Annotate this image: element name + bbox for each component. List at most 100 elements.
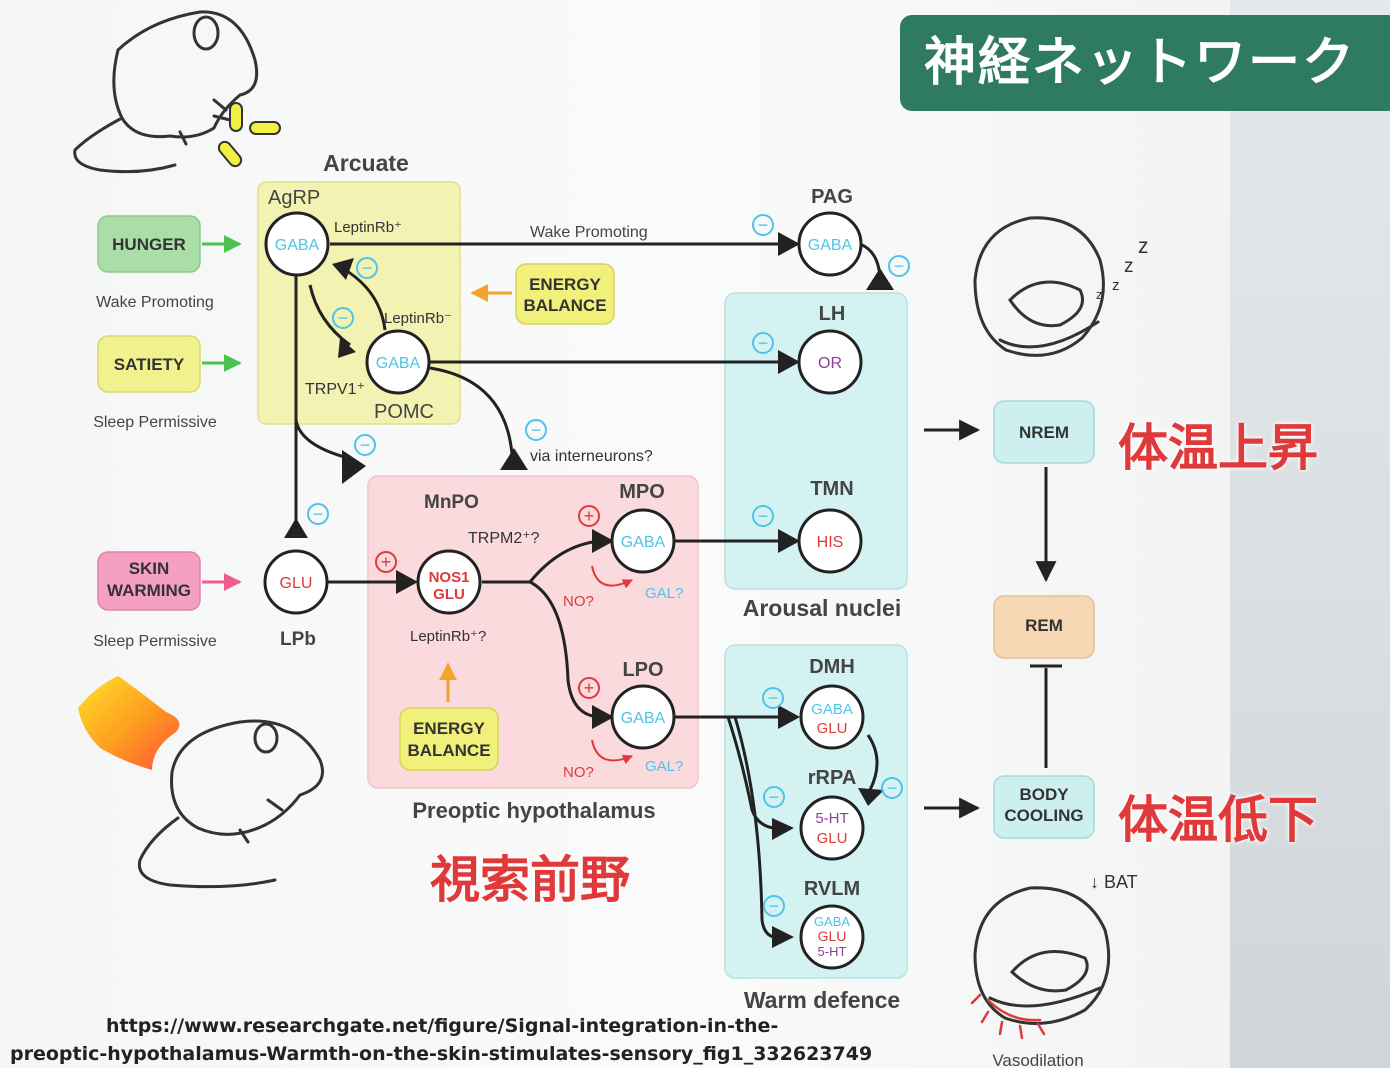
mnpo-node: [416, 549, 482, 615]
terminal-mnpo: [396, 570, 418, 594]
body-temp-rise-label: 体温上昇: [1118, 419, 1318, 477]
z-small-2: z: [1112, 277, 1120, 294]
preoptic-title: Preoptic hypothalamus: [412, 798, 655, 823]
awake-mouse-illustration: [73, 10, 259, 174]
arrow-no-gal-lpo: [591, 739, 633, 765]
nrem-label: NREM: [1019, 423, 1069, 442]
mnpo-glu: GLU: [433, 586, 465, 603]
tmn-his: HIS: [817, 534, 844, 551]
minus-sign: −: [758, 506, 769, 526]
minus-sign: −: [894, 256, 905, 276]
arrow-no-gal-mpo: [591, 565, 633, 589]
edge-mnpo-branch-up: [482, 539, 601, 584]
mpo-label: MPO: [619, 481, 665, 503]
terminal-via-interneurons: [500, 448, 528, 470]
energy-line2: BALANCE: [523, 296, 606, 315]
minus-sign: −: [768, 688, 779, 708]
satiety-box: SATIETY: [97, 335, 201, 393]
pomc-label: POMC: [374, 401, 434, 423]
satiety-caption: Sleep Permissive: [93, 414, 217, 431]
edge-dmh-rrpa: [866, 734, 879, 791]
edge-lpo-rvlm: [733, 716, 775, 939]
minus-sign: −: [313, 504, 324, 524]
edge-pomc-preoptic: [429, 366, 514, 455]
satiety-label: SATIETY: [114, 355, 185, 374]
agrp-node: [264, 211, 330, 277]
lpo-gaba: GABA: [621, 710, 666, 727]
edge-agrp-preoptic: [294, 419, 349, 460]
edge-pomc-agrp: [341, 266, 387, 331]
z-medium: z: [1124, 256, 1134, 277]
terminal-pag-loop: [866, 268, 894, 290]
citation-line-1: https://www.researchgate.net/figure/Sign…: [106, 1015, 779, 1037]
source-citation: https://www.researchgate.net/figure/Sign…: [10, 1012, 970, 1068]
citation-line-2: preoptic-hypothalamus-Warmth-on-the-skin…: [10, 1043, 873, 1065]
pomc-gaba: GABA: [376, 355, 421, 372]
arcuate-title: Arcuate: [323, 150, 409, 176]
side-panel: [1230, 0, 1390, 1068]
minus-sign: −: [758, 215, 769, 235]
plus-sign: +: [381, 552, 392, 572]
terminal-dmh: [778, 705, 800, 729]
plus-sign: +: [584, 506, 595, 526]
terminal-pomc-agrp: [332, 258, 354, 280]
minus-sign: −: [362, 258, 373, 278]
energy-line2-b: BALANCE: [407, 741, 490, 760]
pag-label: PAG: [811, 186, 853, 208]
rrpa-label: rRPA: [808, 767, 857, 789]
lpo-gal-label: GAL?: [645, 758, 683, 775]
wake-promoting-edge-label: Wake Promoting: [530, 224, 648, 241]
dmh-label: DMH: [809, 656, 855, 678]
dmh-gaba: GABA: [811, 701, 853, 718]
pills-icon: [217, 102, 281, 168]
plus-sign: +: [584, 678, 595, 698]
body-label: BODY: [1019, 785, 1069, 804]
lpb-node: [263, 549, 329, 615]
terminal-lpo: [592, 705, 614, 729]
mnpo-nos1: NOS1: [429, 569, 470, 586]
arousal-title: Arousal nuclei: [743, 595, 901, 621]
rrpa-node: [799, 795, 865, 861]
terminal-pag: [778, 232, 800, 256]
minus-sign: −: [758, 333, 769, 353]
minus-sign: −: [531, 420, 542, 440]
z-large: z: [1138, 235, 1149, 258]
lh-or: OR: [818, 355, 842, 372]
mpo-no-label: NO?: [563, 593, 594, 610]
mnpo-label: MnPO: [424, 492, 479, 513]
warming-label: WARMING: [107, 581, 191, 600]
rvlm-label: RVLM: [804, 878, 860, 900]
skin-caption: Sleep Permissive: [93, 633, 217, 650]
tmn-label: TMN: [810, 478, 853, 500]
minus-sign: −: [338, 308, 349, 328]
rvlm-node: [799, 904, 865, 970]
lpo-label: LPO: [622, 659, 663, 681]
section-title-banner: 神経ネットワーク: [900, 15, 1390, 111]
sleep-z-icons: z z z z: [1096, 235, 1149, 302]
pomc-node: [365, 329, 431, 395]
tmn-node: [797, 508, 863, 574]
skin-label: SKIN: [129, 559, 170, 578]
terminal-mpo: [592, 529, 614, 553]
heat-flame-icon: [78, 676, 180, 770]
rrpa-5ht: 5-HT: [815, 810, 848, 827]
z-small: z: [1096, 287, 1103, 302]
excitation-sign-glyphs: + + +: [381, 506, 595, 698]
lpb-glu: GLU: [280, 575, 313, 592]
energy-balance-box-bottom: ENERGY BALANCE: [399, 707, 499, 771]
edge-lpo-rrpa: [726, 716, 775, 830]
resting-mouse-illustration: [137, 719, 324, 889]
excitation-signs: [375, 505, 600, 699]
dmh-node: [799, 684, 865, 750]
minus-sign: −: [769, 896, 780, 916]
rrpa-glu: GLU: [817, 830, 848, 847]
preoptic-area-jp-label: 視索前野: [430, 851, 630, 909]
skin-warming-box: SKIN WARMING: [97, 551, 201, 611]
terminal-rrpa-from-lpo: [772, 818, 794, 840]
sleeping-mouse-illustration: [973, 216, 1105, 357]
pag-node: [797, 211, 863, 277]
terminal-agrp-preoptic: [342, 450, 366, 484]
nrem-box: NREM: [993, 400, 1095, 464]
vasodilation-label: Vasodilation: [992, 1051, 1083, 1068]
